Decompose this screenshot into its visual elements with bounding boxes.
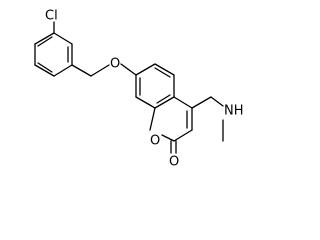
bond xyxy=(161,134,175,142)
amine-nitrogen-label: NH xyxy=(224,104,244,119)
bond xyxy=(173,129,193,142)
molecule-structure: Cl O O O NH xyxy=(34,9,244,170)
chlorophenyl-ring xyxy=(34,32,73,77)
double-bond-inner xyxy=(156,94,171,104)
bond xyxy=(149,107,156,131)
ether-bond-left xyxy=(90,64,110,77)
ether-bond-right xyxy=(120,63,137,76)
double-bond-inner xyxy=(37,62,53,73)
bond xyxy=(53,32,73,45)
methylene-bond xyxy=(191,96,212,109)
benzyl-bond xyxy=(71,64,92,77)
bond xyxy=(135,96,156,109)
double-bond-inner xyxy=(154,67,171,78)
bond xyxy=(53,64,73,77)
chlorine-label: Cl xyxy=(45,9,58,24)
carbonyl-oxygen-label: O xyxy=(169,155,179,170)
bond xyxy=(154,96,175,109)
bond xyxy=(154,63,175,76)
bond xyxy=(135,63,156,76)
bond xyxy=(34,64,55,77)
pyranone-ring xyxy=(149,96,193,142)
ether-oxygen-label: O xyxy=(110,57,120,72)
amine-bond xyxy=(210,96,224,107)
bond xyxy=(34,32,55,45)
coumarin-benzene-ring xyxy=(135,63,175,109)
bond xyxy=(173,96,193,109)
ring-oxygen-label: O xyxy=(150,134,160,149)
double-bond-inner xyxy=(37,36,53,47)
